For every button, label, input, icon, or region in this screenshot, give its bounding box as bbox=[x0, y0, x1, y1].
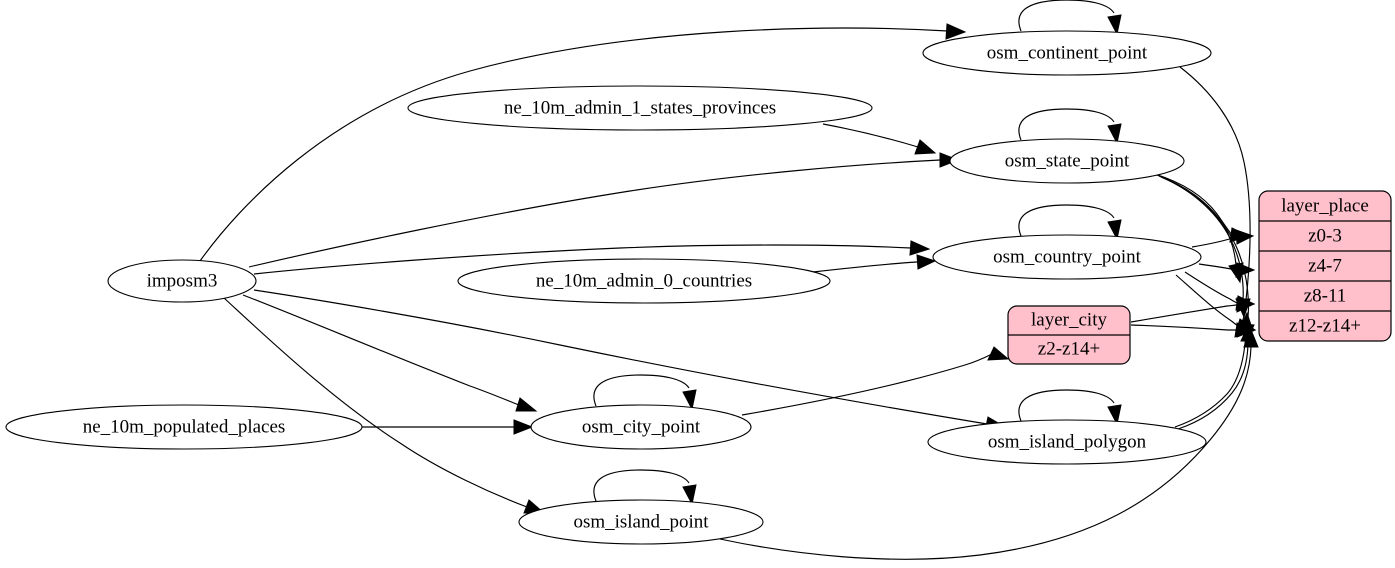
edge-state-point-to-layer-place-z0 bbox=[1154, 173, 1250, 243]
node-layer: imposm3 ne_10m_admin_1_states_provinces … bbox=[5, 30, 1212, 545]
edge-imposm3-to-continent-point bbox=[199, 23, 967, 262]
node-osm-country-point[interactable]: osm_country_point bbox=[932, 234, 1202, 280]
node-layer-place[interactable]: layer_place z0-3 z4-7 z8-11 z12-z14+ bbox=[1258, 190, 1392, 342]
edge-island-point-to-layer-place-z12 bbox=[719, 328, 1259, 560]
node-osm-city-point[interactable]: osm_city_point bbox=[530, 404, 752, 450]
edge-country-point-to-layer-place-z0 bbox=[1191, 229, 1255, 248]
node-osm-continent-point[interactable]: osm_continent_point bbox=[922, 30, 1212, 76]
layer-place-header-label: layer_place bbox=[1281, 195, 1369, 216]
node-imposm3[interactable]: imposm3 bbox=[107, 259, 257, 303]
edge-continent-point-to-layer-place-z12 bbox=[1179, 66, 1255, 338]
node-imposm3-label: imposm3 bbox=[147, 270, 218, 291]
node-ne-states-label: ne_10m_admin_1_states_provinces bbox=[504, 97, 776, 118]
edge-city-point-self-loop bbox=[593, 374, 697, 411]
edge-ne-countries-to-country-point bbox=[812, 254, 937, 273]
edge-layer-city-to-layer-place-z8 bbox=[1130, 297, 1256, 323]
node-island-polygon-label: osm_island_polygon bbox=[988, 431, 1147, 452]
node-city-point-label: osm_city_point bbox=[582, 416, 701, 437]
node-ne-countries-label: ne_10m_admin_0_countries bbox=[536, 270, 752, 291]
layer-place-row-z0-3-label: z0-3 bbox=[1308, 225, 1342, 246]
layer-place-row-z12-z14-label: z12-z14+ bbox=[1289, 315, 1361, 336]
edge-city-point-to-layer-city bbox=[741, 346, 1010, 416]
edge-country-point-self-loop bbox=[1018, 204, 1122, 241]
node-ne-places-label: ne_10m_populated_places bbox=[83, 416, 286, 437]
node-osm-state-point[interactable]: osm_state_point bbox=[949, 138, 1185, 184]
node-osm-island-point[interactable]: osm_island_point bbox=[518, 499, 764, 545]
edge-ne-states-to-state-point bbox=[822, 123, 937, 155]
node-layer-city[interactable]: layer_city z2-z14+ bbox=[1007, 305, 1131, 365]
layer-city-header-label: layer_city bbox=[1031, 309, 1107, 330]
layer-place-row-z8-11-label: z8-11 bbox=[1304, 285, 1347, 306]
edge-ne-places-to-city-point bbox=[362, 419, 534, 435]
edge-imposm3-to-island-point bbox=[223, 297, 546, 514]
record-node-layer: layer_city z2-z14+ layer_place z0-3 z4-7… bbox=[1007, 190, 1392, 365]
edge-imposm3-to-state-point bbox=[248, 152, 960, 268]
node-island-point-label: osm_island_point bbox=[573, 511, 709, 532]
node-osm-island-polygon[interactable]: osm_island_polygon bbox=[927, 419, 1207, 465]
node-ne-10m-admin-1-states-provinces[interactable]: ne_10m_admin_1_states_provinces bbox=[407, 85, 873, 131]
edge-country-point-to-layer-place-z4 bbox=[1198, 262, 1256, 278]
edge-state-point-self-loop bbox=[1018, 108, 1122, 145]
edge-island-point-self-loop bbox=[593, 469, 697, 506]
node-ne-10m-admin-0-countries[interactable]: ne_10m_admin_0_countries bbox=[457, 258, 831, 304]
layer-place-row-z4-7-label: z4-7 bbox=[1308, 255, 1342, 276]
node-state-point-label: osm_state_point bbox=[1005, 150, 1130, 171]
edge-island-polygon-self-loop bbox=[1018, 389, 1122, 426]
node-country-point-label: osm_country_point bbox=[993, 246, 1141, 267]
edge-continent-point-self-loop bbox=[1018, 0, 1122, 36]
edge-island-polygon-to-layer-place-z12 bbox=[1177, 322, 1256, 430]
node-ne-10m-populated-places[interactable]: ne_10m_populated_places bbox=[5, 404, 363, 450]
node-continent-point-label: osm_continent_point bbox=[987, 42, 1148, 63]
edge-imposm3-to-city-point bbox=[242, 294, 538, 412]
layer-city-row-z2-z14-label: z2-z14+ bbox=[1038, 338, 1100, 359]
edge-imposm3-to-country-point bbox=[253, 240, 931, 275]
